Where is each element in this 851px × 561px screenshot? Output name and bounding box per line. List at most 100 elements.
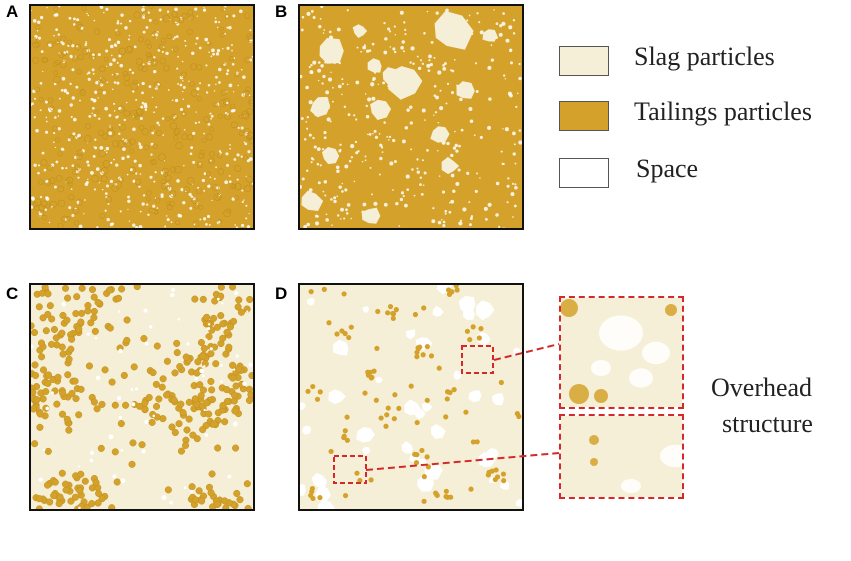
void-space <box>243 199 245 201</box>
void-space <box>488 97 492 101</box>
tailings-particle <box>474 439 480 445</box>
void-space <box>134 226 139 228</box>
tailings-particle <box>392 392 398 398</box>
tailings-particle <box>68 194 75 201</box>
tailings-particle <box>123 316 131 324</box>
tailings-particle <box>219 401 227 410</box>
void-space <box>392 47 396 51</box>
void-space <box>370 82 375 87</box>
void-space <box>249 157 253 161</box>
void-space <box>114 44 118 47</box>
void-space <box>133 45 137 49</box>
void-space <box>356 427 375 443</box>
void-space <box>372 132 374 135</box>
tailings-particle <box>138 441 146 449</box>
tailings-particle <box>149 410 157 419</box>
tailings-particle <box>221 418 229 426</box>
void-space <box>199 368 205 374</box>
void-space <box>453 370 462 380</box>
tailings-particle <box>221 62 227 68</box>
tailings-particle <box>181 133 188 140</box>
void-space <box>350 217 352 220</box>
void-space <box>127 38 130 41</box>
void-space <box>191 51 195 56</box>
void-space <box>393 50 397 54</box>
tailings-particle <box>171 369 179 377</box>
void-space <box>452 146 457 150</box>
void-space <box>105 7 109 11</box>
void-space <box>73 117 77 122</box>
tailings-particle <box>100 167 109 175</box>
void-space <box>507 177 510 180</box>
void-space <box>443 62 447 66</box>
void-space <box>57 115 59 117</box>
tailings-particle <box>231 121 238 129</box>
void-space <box>93 188 97 191</box>
tailings-particle <box>59 61 67 68</box>
void-space <box>495 22 499 26</box>
tailings-particle <box>41 285 49 291</box>
tailings-particle <box>357 477 363 484</box>
void-space <box>322 190 325 193</box>
tailings-particle <box>148 207 154 213</box>
tailings-particle <box>234 165 241 172</box>
void-space <box>92 154 96 158</box>
void-space <box>487 65 492 70</box>
tailings-particle <box>214 444 222 452</box>
void-space <box>57 127 61 131</box>
tailings-particle <box>100 77 107 84</box>
void-space <box>205 64 208 67</box>
void-space <box>621 479 641 493</box>
tailings-particle <box>79 89 86 97</box>
void-space <box>419 59 423 62</box>
tailings-particle <box>224 14 230 19</box>
tailings-particle <box>375 308 381 315</box>
void-space <box>109 222 114 227</box>
tailings-particle <box>71 493 79 501</box>
void-space <box>53 131 56 135</box>
tailings-particle <box>171 428 179 437</box>
tailings-particle <box>130 363 138 371</box>
tailings-particle <box>53 400 61 408</box>
void-space <box>322 74 326 79</box>
tailings-particle <box>229 361 237 369</box>
tailings-particle <box>75 21 83 29</box>
void-space <box>184 191 187 193</box>
tailings-particle <box>590 458 598 466</box>
void-space <box>173 36 177 39</box>
void-space <box>501 162 504 166</box>
tailings-particle <box>123 110 131 117</box>
tailings-particle <box>136 402 144 410</box>
slag-particle <box>321 147 340 165</box>
tailings-particle <box>55 137 61 143</box>
tailings-particle <box>111 401 119 409</box>
tailings-particle <box>217 168 225 175</box>
tailings-particle <box>37 179 44 185</box>
void-space <box>90 450 95 455</box>
tailings-particle <box>49 201 57 209</box>
void-space <box>209 112 212 115</box>
void-space <box>316 147 321 151</box>
void-space <box>141 8 145 12</box>
void-space <box>344 188 348 192</box>
tailings-particle <box>101 366 109 374</box>
void-space <box>513 143 516 146</box>
tailings-particle <box>234 195 240 201</box>
void-space <box>231 62 235 66</box>
void-space <box>57 109 62 113</box>
void-space <box>149 325 153 329</box>
void-space <box>184 39 187 42</box>
void-space <box>210 114 214 118</box>
void-space <box>226 69 230 72</box>
tailings-particle <box>78 54 84 61</box>
void-space <box>71 164 75 167</box>
void-space <box>328 77 333 82</box>
void-space <box>133 159 137 163</box>
void-space <box>307 298 315 306</box>
void-space <box>152 204 156 208</box>
tailings-particle <box>242 155 249 161</box>
tailings-particle <box>148 6 154 9</box>
tailings-particle <box>84 301 92 310</box>
tailings-particle <box>182 186 190 193</box>
tailings-particle <box>53 75 61 84</box>
